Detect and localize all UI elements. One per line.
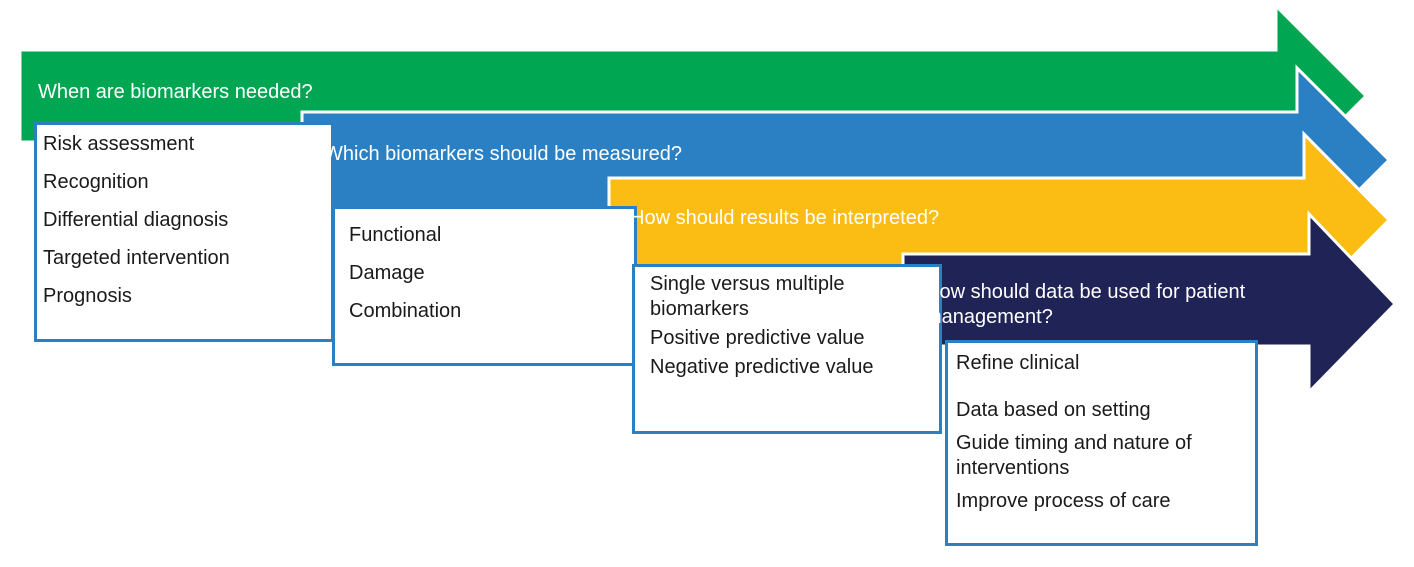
list-item: Refine clinical xyxy=(956,352,1080,374)
list-item: Improve process of care xyxy=(956,490,1171,512)
step-1-box: Risk assessment Recognition Differential… xyxy=(34,122,334,342)
list-item: Data based on setting xyxy=(956,399,1151,421)
step-2-title: Which biomarkers should be measured? xyxy=(324,143,682,165)
list-item: Functional xyxy=(349,224,442,246)
list-item: Recognition xyxy=(43,171,149,193)
step-2-list: Functional Damage Combination xyxy=(349,223,634,324)
step-3-box: Single versus multiple biomarkers Positi… xyxy=(632,264,942,434)
list-item: Damage xyxy=(349,262,425,284)
step-4-title: How should data be used for patient mana… xyxy=(925,281,1246,328)
list-item: Differential diagnosis xyxy=(43,209,229,231)
step-1-list: Risk assessment Recognition Differential… xyxy=(43,132,331,309)
list-item: Risk assessment xyxy=(43,133,195,155)
step-4-box: Refine clinical Data based on setting Gu… xyxy=(945,340,1258,546)
list-item: Guide timing and nature of interventions xyxy=(956,432,1192,479)
list-item: Positive predictive value xyxy=(650,327,865,349)
list-item: Single versus multiple biomarkers xyxy=(650,273,845,320)
step-3-list: Single versus multiple biomarkers Positi… xyxy=(650,272,939,380)
step-2-box: Functional Damage Combination xyxy=(332,206,637,366)
list-item: Combination xyxy=(349,300,462,322)
step-3-title: How should results be interpreted? xyxy=(630,207,940,229)
list-item: Prognosis xyxy=(43,285,132,307)
step-1-title: When are biomarkers needed? xyxy=(38,81,313,103)
step-4-list: Refine clinical Data based on setting Gu… xyxy=(956,351,1255,514)
list-item: Negative predictive value xyxy=(650,356,874,378)
list-item: Targeted intervention xyxy=(43,247,230,269)
